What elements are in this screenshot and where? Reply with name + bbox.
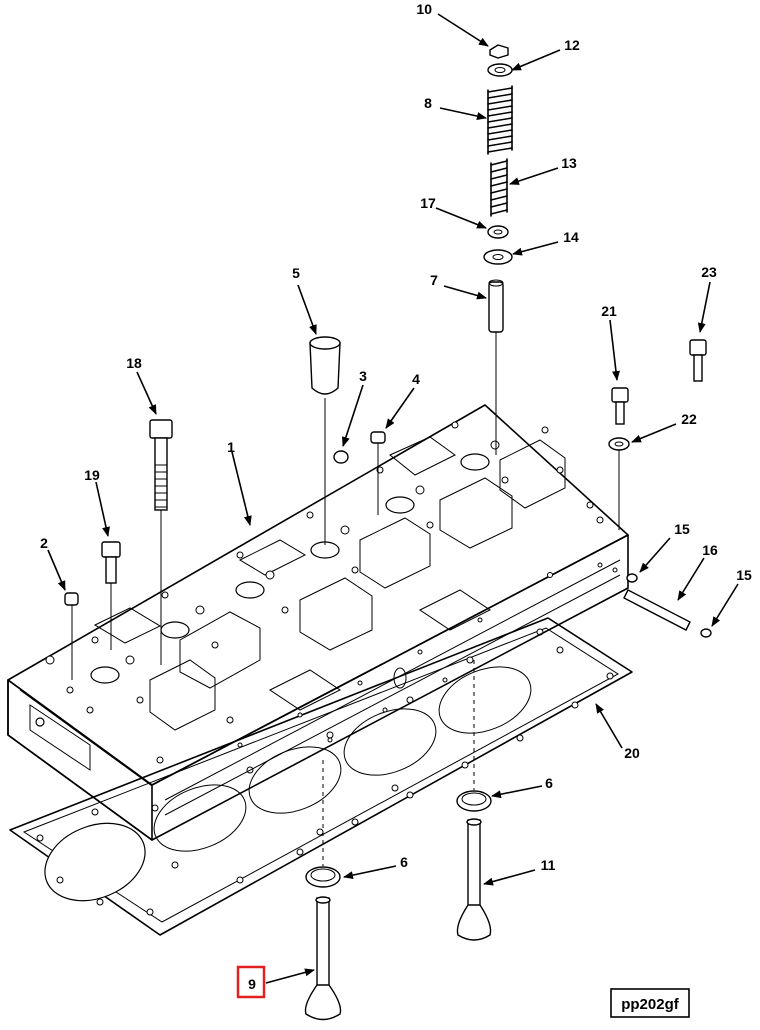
callout-4: 4 — [412, 371, 420, 387]
callout-labels: 10 12 8 13 17 14 7 5 23 21 22 18 3 4 1 1… — [40, 1, 752, 992]
inner-spring-drawing — [490, 158, 508, 217]
callout-8: 8 — [424, 95, 432, 111]
exhaust-valve-drawing — [456, 818, 492, 941]
spring-retainer-drawing — [487, 63, 513, 77]
outer-spring-drawing — [487, 85, 513, 155]
callout-14: 14 — [563, 229, 579, 245]
callout-6-right: 6 — [545, 775, 553, 791]
callout-18: 18 — [126, 355, 142, 371]
bolt-21-drawing — [611, 387, 629, 425]
callout-19: 19 — [84, 467, 100, 483]
head-gasket-drawing — [9, 617, 633, 936]
callout-21: 21 — [601, 303, 617, 319]
cylinder-head-drawing — [7, 404, 629, 841]
seat-insert-left-drawing — [305, 760, 341, 888]
callout-5: 5 — [292, 265, 300, 281]
callout-11: 11 — [541, 857, 556, 873]
head-bolt-short-drawing — [101, 541, 121, 650]
callout-13: 13 — [561, 155, 577, 171]
callout-6-left: 6 — [400, 854, 408, 870]
callout-20: 20 — [624, 745, 640, 761]
plug-15-upper-drawing — [626, 573, 638, 583]
callout-15-upper: 15 — [674, 521, 690, 537]
plug-3-drawing — [333, 450, 349, 464]
callout-15-lower: 15 — [736, 567, 752, 583]
intake-valve-drawing — [304, 896, 342, 1021]
head-bolt-long-drawing — [149, 419, 173, 665]
injector-sleeve-drawing — [309, 336, 341, 545]
valve-guide-drawing — [488, 279, 504, 455]
callout-3: 3 — [359, 368, 367, 384]
stem-seal-drawing — [487, 225, 509, 239]
callout-10: 10 — [416, 1, 432, 17]
callout-23: 23 — [701, 264, 717, 280]
leader-lines — [47, 13, 739, 984]
dowel-plug-drawing — [64, 592, 79, 680]
callout-1: 1 — [227, 439, 235, 455]
seat-insert-right-drawing — [456, 660, 492, 812]
spring-seat-drawing — [483, 249, 513, 265]
callout-12: 12 — [564, 37, 580, 53]
callout-9: 9 — [248, 976, 256, 992]
tube-16-drawing — [623, 589, 691, 631]
bolt-23-drawing — [689, 339, 707, 382]
callout-2: 2 — [40, 535, 48, 551]
callout-22: 22 — [681, 411, 697, 427]
figure-reference: pp202gf — [610, 988, 690, 1018]
callout-16: 16 — [702, 542, 718, 558]
plug-15-lower-drawing — [700, 628, 712, 638]
callout-7: 7 — [430, 272, 438, 288]
figure-code: pp202gf — [621, 996, 680, 1013]
callout-9-highlight — [236, 965, 266, 999]
callout-17: 17 — [420, 195, 436, 211]
plug-4-drawing — [370, 431, 386, 515]
valve-collet-drawing — [489, 44, 509, 59]
washer-22-drawing — [608, 437, 630, 530]
